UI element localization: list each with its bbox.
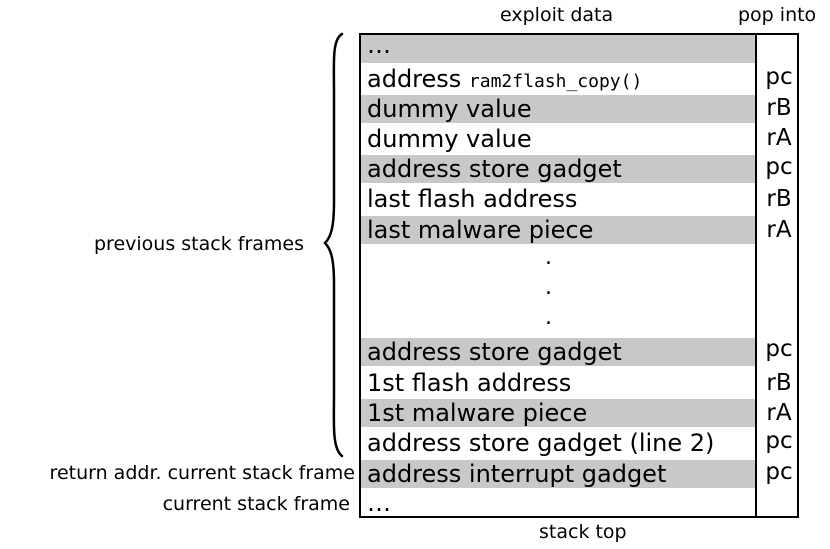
stack-row-address-interrupt-gadget: address interrupt gadget bbox=[361, 460, 757, 488]
row-label: 1st flash address bbox=[367, 369, 572, 397]
stack-table: … address ram2flash_copy() dummy value d… bbox=[359, 33, 799, 518]
ellipsis-dot: . bbox=[545, 275, 552, 300]
pop-into-header: pop into bbox=[738, 4, 817, 26]
ellipsis-dot: . bbox=[545, 305, 552, 330]
pop-register: rB bbox=[766, 95, 792, 121]
row-label: address interrupt gadget bbox=[367, 460, 667, 488]
pop-register: pc bbox=[765, 154, 793, 180]
pop-register: pc bbox=[765, 428, 793, 454]
stack-row-dummy-value-1: dummy value bbox=[361, 95, 757, 123]
stack-row-dummy-value-2: dummy value bbox=[361, 125, 757, 153]
row-label: 1st malware piece bbox=[367, 399, 588, 427]
row-label: last malware piece bbox=[367, 216, 594, 244]
stack-row-address-store-gadget-2: address store gadget bbox=[361, 338, 757, 366]
current-stack-frame-label: current stack frame bbox=[162, 493, 350, 515]
exploit-data-header: exploit data bbox=[500, 4, 614, 26]
pop-register: rA bbox=[766, 125, 792, 151]
stack-row-last-flash-address: last flash address bbox=[361, 185, 757, 213]
row-label: address store gadget bbox=[367, 155, 622, 183]
stack-row-address-store-gadget-1: address store gadget bbox=[361, 155, 757, 183]
stack-row-1st-malware-piece: 1st malware piece bbox=[361, 399, 757, 427]
row-label: last flash address bbox=[367, 185, 578, 213]
row-label: dummy value bbox=[367, 95, 532, 123]
previous-stack-frames-label: previous stack frames bbox=[94, 233, 304, 255]
pop-register: pc bbox=[765, 64, 793, 90]
row-label: … bbox=[367, 33, 391, 59]
stack-row-ram2flash-copy: address ram2flash_copy() bbox=[361, 65, 757, 93]
row-label: address ram2flash_copy() bbox=[367, 65, 643, 93]
pop-register: pc bbox=[765, 336, 793, 362]
pop-register: rA bbox=[766, 217, 792, 243]
function-name: ram2flash_copy() bbox=[468, 71, 643, 92]
pop-register: rB bbox=[766, 370, 792, 396]
row-label: address store gadget bbox=[367, 338, 622, 366]
ellipsis-dot: . bbox=[545, 245, 552, 270]
pop-register: rA bbox=[766, 400, 792, 426]
row-label: dummy value bbox=[367, 125, 532, 153]
stack-row-1st-flash-address: 1st flash address bbox=[361, 369, 757, 397]
row-label: address store gadget (line 2) bbox=[367, 429, 715, 457]
stack-row-bottom-ellipsis: … bbox=[361, 489, 757, 517]
row-label: … bbox=[367, 489, 391, 517]
pop-register: rB bbox=[766, 186, 792, 212]
pop-into-column: pc rB rA pc rB rA pc rB rA pc pc bbox=[755, 35, 797, 516]
return-address-label: return addr. current stack frame bbox=[49, 462, 355, 484]
stack-row-address-store-gadget-line2: address store gadget (line 2) bbox=[361, 429, 757, 457]
stack-row-top-ellipsis: … bbox=[361, 35, 757, 63]
curly-brace-icon bbox=[323, 32, 344, 458]
stack-row-last-malware-piece: last malware piece bbox=[361, 216, 757, 244]
stack-top-label: stack top bbox=[539, 521, 627, 543]
pop-register: pc bbox=[765, 459, 793, 485]
